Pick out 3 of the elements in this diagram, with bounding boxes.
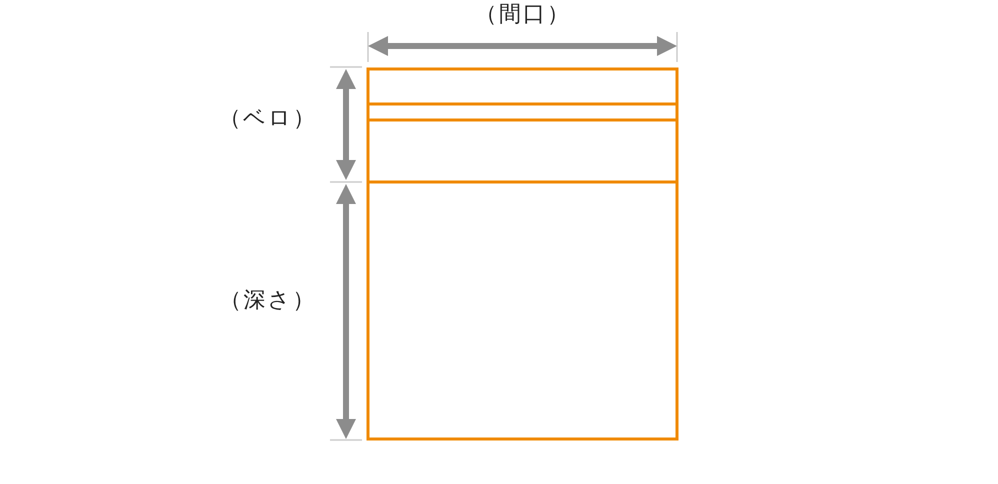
dimension-label: （ベロ） [219,105,317,133]
dimension-label: （深さ） [220,287,316,315]
dimension-label: （間口） [475,1,571,29]
